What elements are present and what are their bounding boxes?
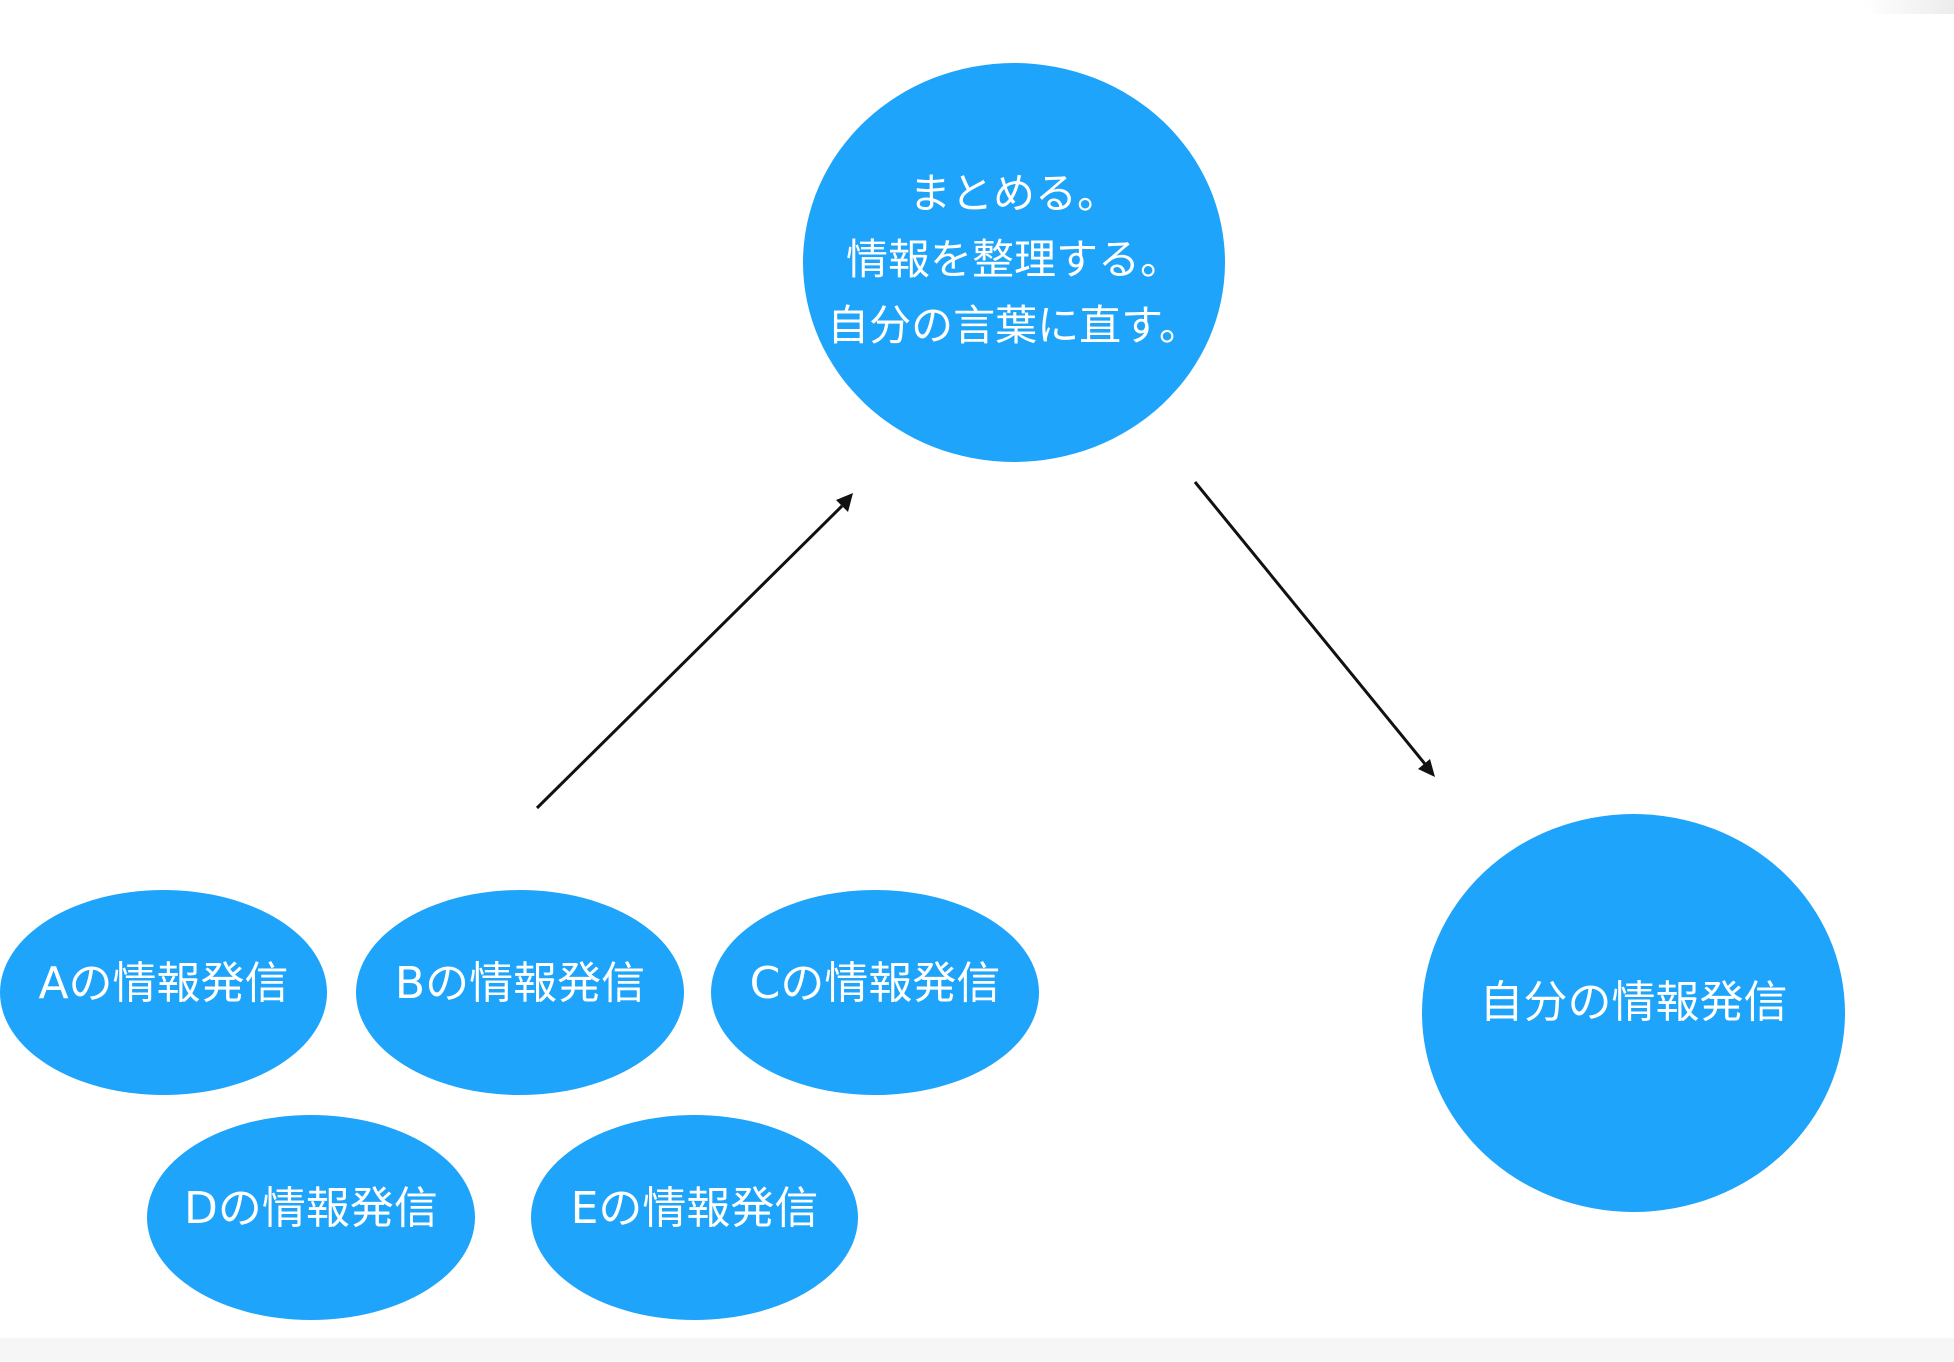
arrow-sources-to-hub-line (535, 504, 844, 810)
bottom-strip (0, 1338, 1954, 1362)
corner-shade (1864, 0, 1954, 14)
source-node-c-label: Cの情報発信 (749, 957, 1001, 1009)
hub-line-2: 情報を整理する。 (845, 234, 1182, 284)
source-node-c: Cの情報発信 (711, 890, 1039, 1095)
source-node-a: Aの情報発信 (0, 890, 327, 1095)
output-node: 自分の情報発信 (1422, 814, 1845, 1212)
arrow-sources-to-hub-head (836, 493, 853, 512)
hub-line-3: 自分の言葉に直す。 (827, 300, 1201, 350)
source-node-b: Bの情報発信 (356, 890, 684, 1095)
source-node-e-label: Eの情報発信 (570, 1182, 819, 1234)
arrow-hub-to-output-line (1193, 481, 1427, 765)
source-node-d: Dの情報発信 (147, 1115, 475, 1320)
hub-line-1: まとめる。 (908, 168, 1119, 218)
arrow-hub-to-output-head (1418, 759, 1435, 777)
source-node-a-label: Aの情報発信 (38, 957, 289, 1009)
source-node-d-label: Dの情報発信 (184, 1182, 438, 1234)
source-node-e: Eの情報発信 (531, 1115, 858, 1320)
output-node-label: 自分の情報発信 (1479, 977, 1788, 1028)
source-node-b-label: Bの情報発信 (394, 957, 646, 1009)
arrow-hub-to-output (1193, 481, 1435, 777)
hub-text: まとめる。 情報を整理する。 自分の言葉に直す。 (827, 161, 1201, 359)
hub-node: まとめる。 情報を整理する。 自分の言葉に直す。 (803, 63, 1225, 462)
arrow-sources-to-hub (535, 493, 853, 810)
